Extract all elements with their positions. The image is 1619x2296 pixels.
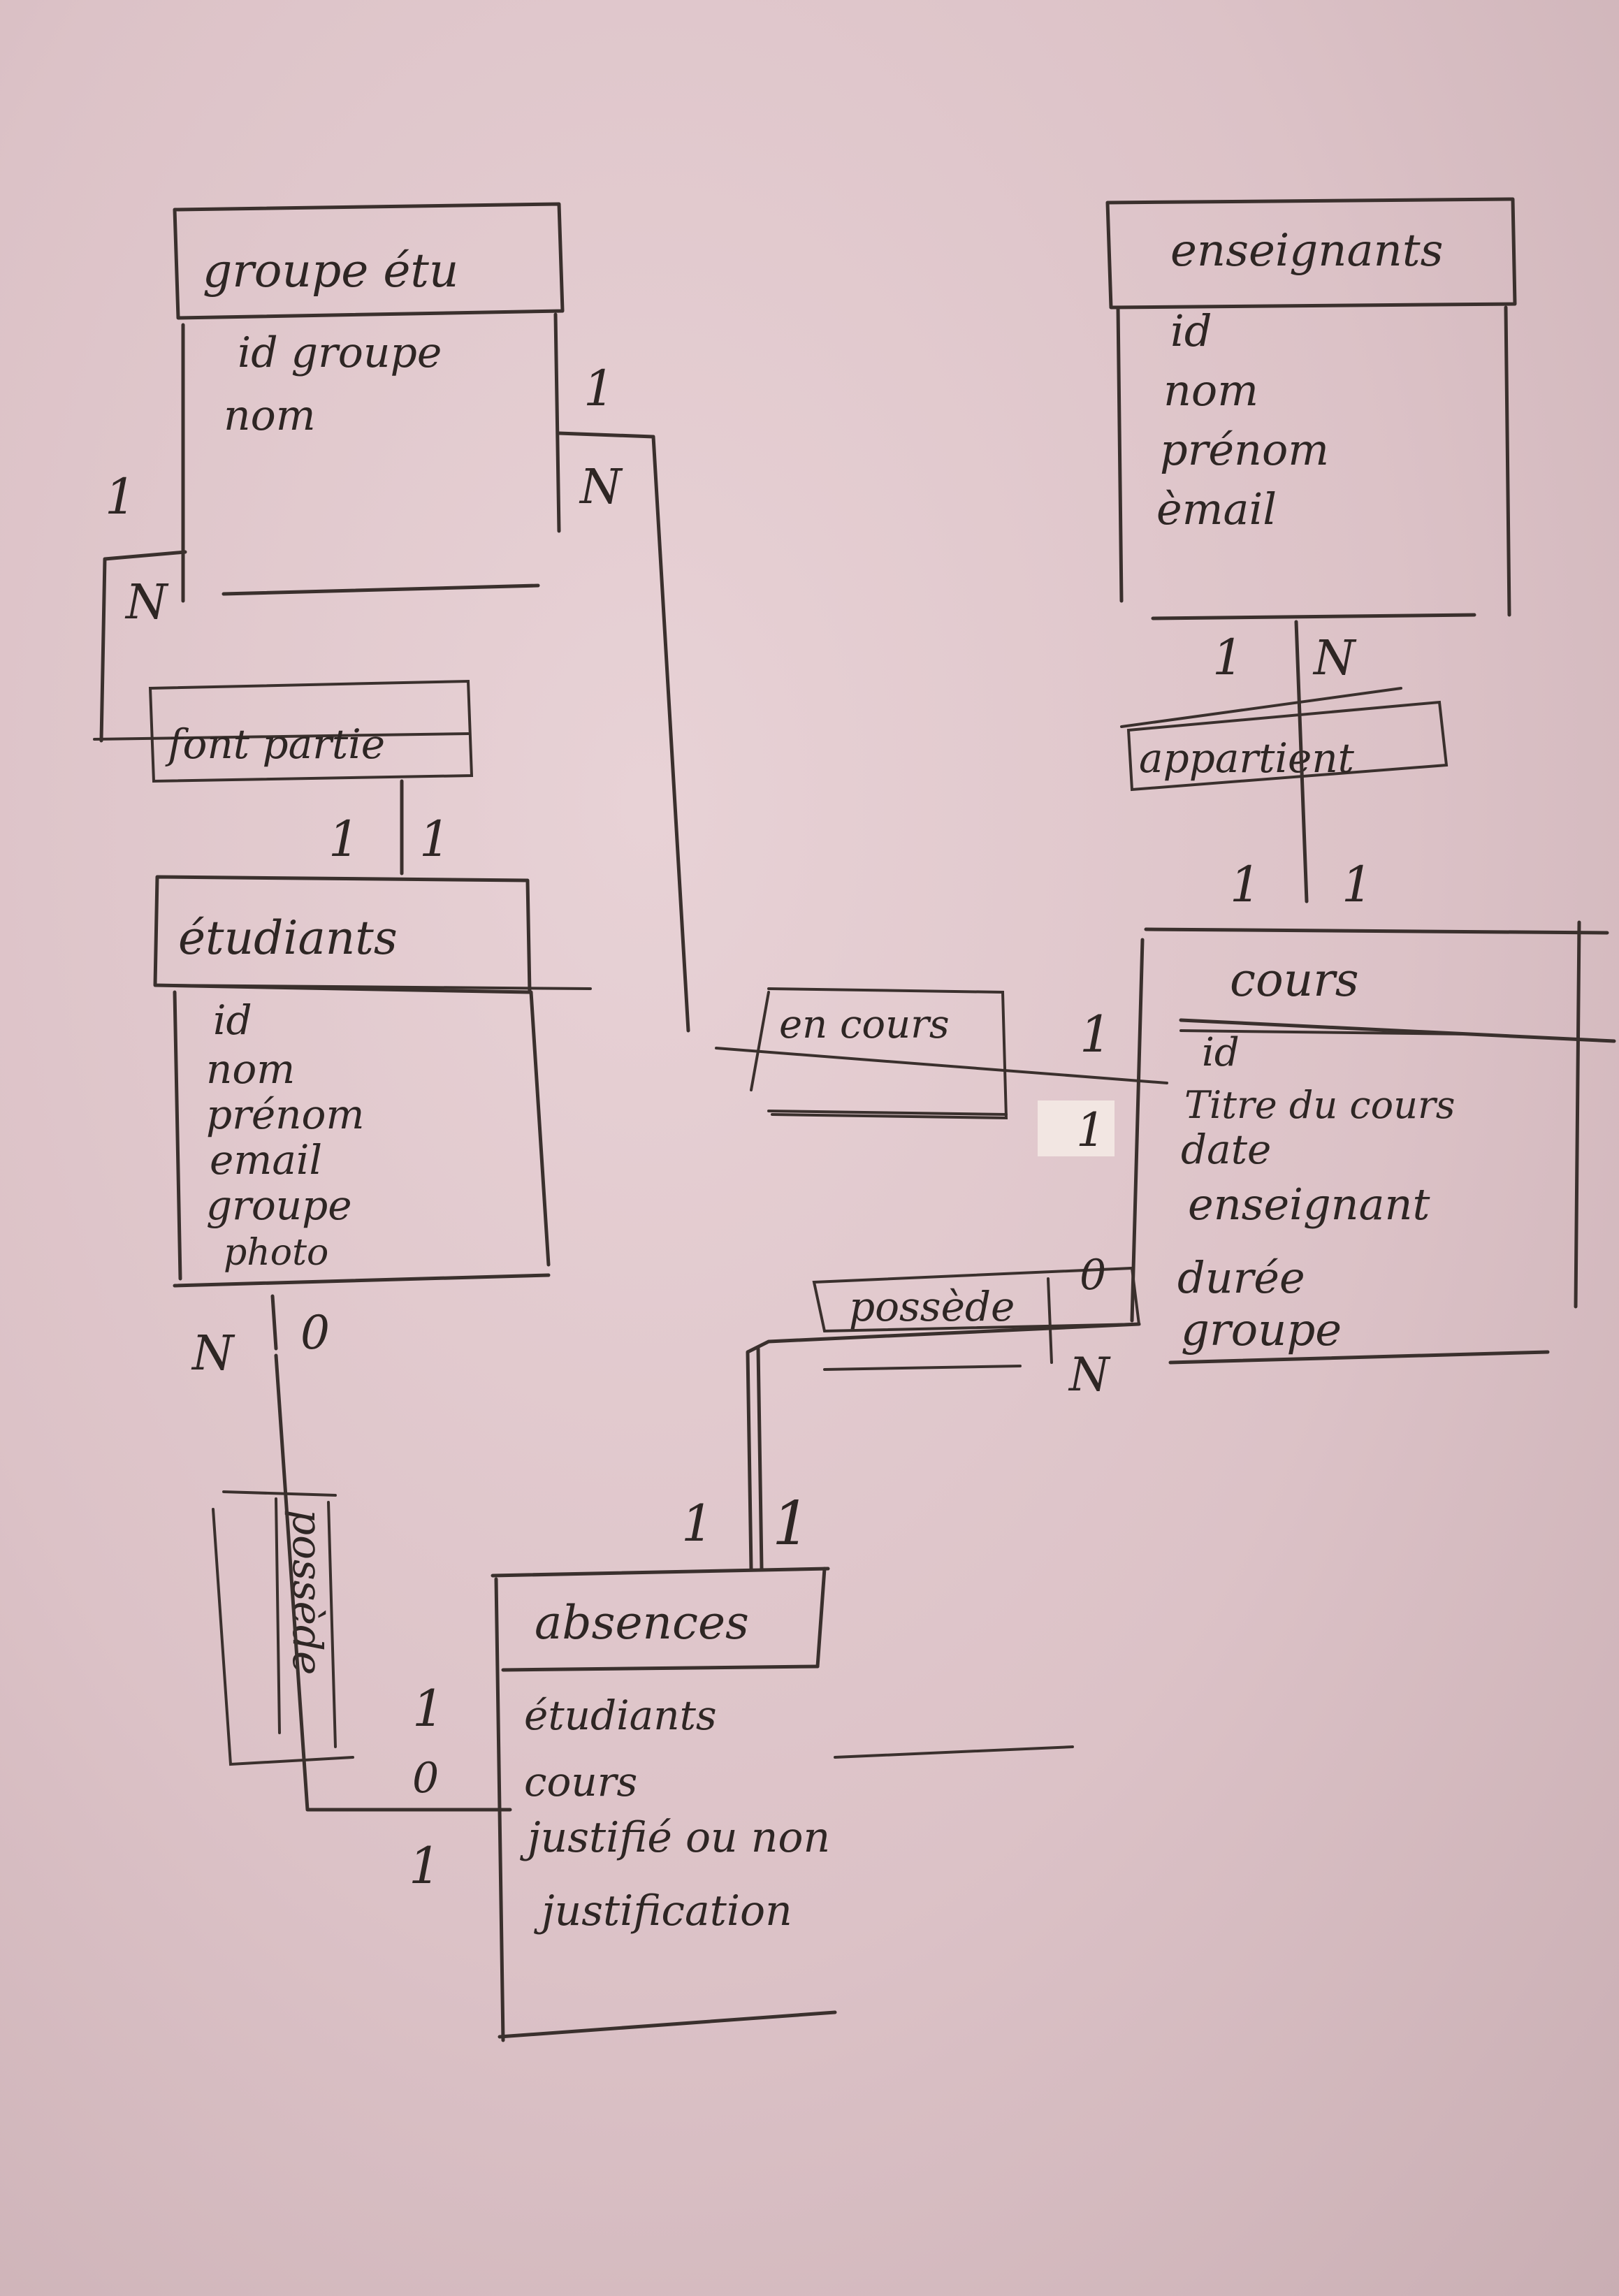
attr-cours-enseignant: enseignant (1188, 1179, 1430, 1230)
attr-enseignants-nom: nom (1163, 365, 1258, 416)
card-cours-left-1: 1 (1076, 1103, 1105, 1157)
entity-title-groupe-etu: groupe étu (203, 244, 458, 298)
entity-title-enseignants: enseignants (1170, 225, 1443, 277)
entity-title-absences: absences (535, 1596, 749, 1650)
entity-cours: cours id Titre du cours date enseignant … (1130, 920, 1616, 1365)
card-possede-n: N (1068, 1348, 1111, 1402)
connector-etudiants-absences (274, 1353, 512, 1812)
card-cours-top-1b: 1 (1342, 856, 1373, 913)
card-encours-1: 1 (1080, 1005, 1112, 1063)
attr-cours-titre: Titre du cours (1184, 1083, 1455, 1127)
card-absences-top-1a: 1 (681, 1494, 713, 1553)
entity-groupe-etu: groupe étu id groupe nom (173, 202, 565, 603)
attr-groupe-id: id groupe (238, 328, 442, 377)
attr-groupe-nom: nom (224, 391, 316, 440)
card-etudiants-top-1a: 1 (328, 811, 360, 868)
relation-label-possede-cours: possède (849, 1283, 1015, 1330)
card-enseignants-bottom-1: 1 (1212, 629, 1244, 686)
attr-absences-cours: cours (524, 1758, 637, 1805)
card-groupe-right-n: N (579, 460, 623, 515)
card-groupe-right-1: 1 (583, 360, 615, 417)
connector-enseignants-cours (1294, 620, 1309, 903)
entity-title-cours: cours (1230, 953, 1359, 1007)
attr-etudiants-prenom: prénom (206, 1091, 364, 1138)
relation-label-en-cours: en cours (779, 1002, 950, 1047)
attr-cours-id: id (1202, 1030, 1240, 1075)
attr-cours-date: date (1181, 1126, 1271, 1173)
attr-cours-groupe: groupe (1181, 1305, 1342, 1356)
relation-en-cours: en cours (715, 987, 1168, 1120)
entity-enseignants: enseignants id nom prénom èmail (1105, 197, 1517, 620)
entity-title-etudiants: étudiants (178, 911, 398, 965)
attr-absences-justification: justification (534, 1887, 792, 1935)
relation-label-appartient: appartient (1139, 734, 1355, 782)
card-groupe-left-n: N (124, 575, 169, 630)
connector-groupe-encours (557, 431, 690, 1033)
card-absences-left-1b: 1 (409, 1836, 441, 1895)
attr-absences-justifie: justifié ou non (520, 1813, 830, 1862)
entity-etudiants: étudiants id nom prénom email groupe pho… (153, 875, 592, 1288)
connector-groupe-fontpartie (99, 550, 187, 743)
card-absences-top-1b: 1 (772, 1489, 811, 1559)
paper-patch (1038, 1100, 1115, 1156)
relation-font-partie: font partie (93, 679, 474, 783)
attr-etudiants-nom: nom (206, 1045, 295, 1093)
attr-enseignants-email: èmail (1156, 484, 1277, 535)
divider-etudiants-bottom (270, 1294, 278, 1351)
relation-label-font-partie: font partie (165, 720, 385, 768)
card-absences-left-1a: 1 (412, 1679, 444, 1738)
relation-appartient: appartient (1120, 687, 1449, 792)
card-etudiants-bottom-0: 0 (300, 1306, 330, 1360)
attr-absences-etudiants: étudiants (524, 1692, 717, 1739)
attr-etudiants-groupe: groupe (206, 1182, 352, 1229)
attr-enseignants-id: id (1170, 305, 1212, 356)
card-groupe-left-1: 1 (105, 468, 136, 525)
card-possede-0: 0 (1080, 1251, 1106, 1300)
attr-etudiants-email: email (210, 1136, 322, 1184)
attr-cours-duree: durée (1177, 1252, 1305, 1303)
card-cours-top-1a: 1 (1230, 856, 1261, 913)
attr-etudiants-photo: photo (224, 1232, 328, 1274)
relation-possede-etudiant: possède (212, 1490, 354, 1766)
entity-absences: absences étudiants cours justifié ou non… (491, 1567, 1074, 2042)
card-enseignants-bottom-n: N (1312, 631, 1357, 686)
attr-etudiants-id: id (213, 996, 252, 1044)
card-absences-left-0: 0 (412, 1754, 439, 1803)
attr-enseignants-prenom: prénom (1160, 424, 1329, 475)
card-etudiants-bottom-n: N (191, 1326, 235, 1381)
card-etudiants-top-1b: 1 (419, 811, 451, 868)
